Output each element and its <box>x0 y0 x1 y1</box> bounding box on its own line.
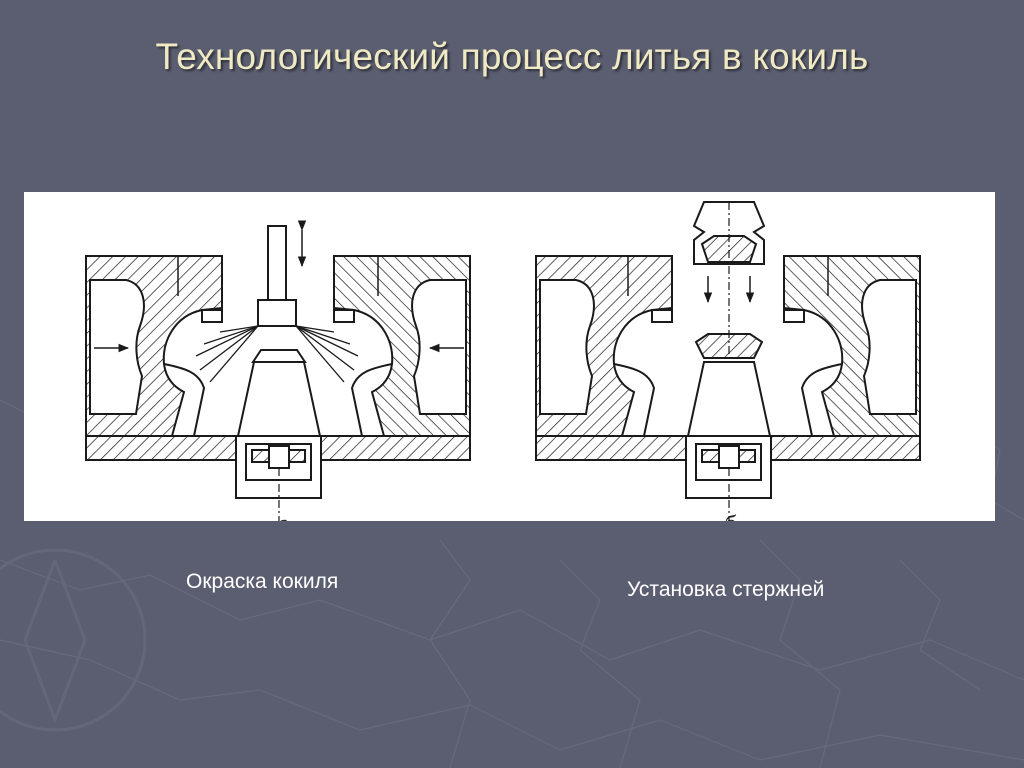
lifted-core <box>700 235 758 263</box>
panel-a-letter: а <box>276 511 288 521</box>
central-core-pedestal <box>236 361 322 437</box>
panel-b-core-installation <box>535 201 921 521</box>
caption-mold-coating: Окраска кокиля <box>186 570 339 593</box>
caption-core-installation: Установка стержней <box>627 578 825 601</box>
spray-rod <box>267 225 287 301</box>
spray-nozzle <box>257 299 297 327</box>
panel-a-mold-coating <box>85 220 471 521</box>
casting-process-figure: а <box>24 192 995 521</box>
permanent-mold-diagram: а <box>85 201 921 521</box>
slide-title: Технологический процесс литья в кокиль <box>155 36 869 77</box>
spray-lines <box>195 325 359 383</box>
panel-b-letter: б <box>724 511 737 521</box>
central-core-pedestal <box>686 361 772 437</box>
